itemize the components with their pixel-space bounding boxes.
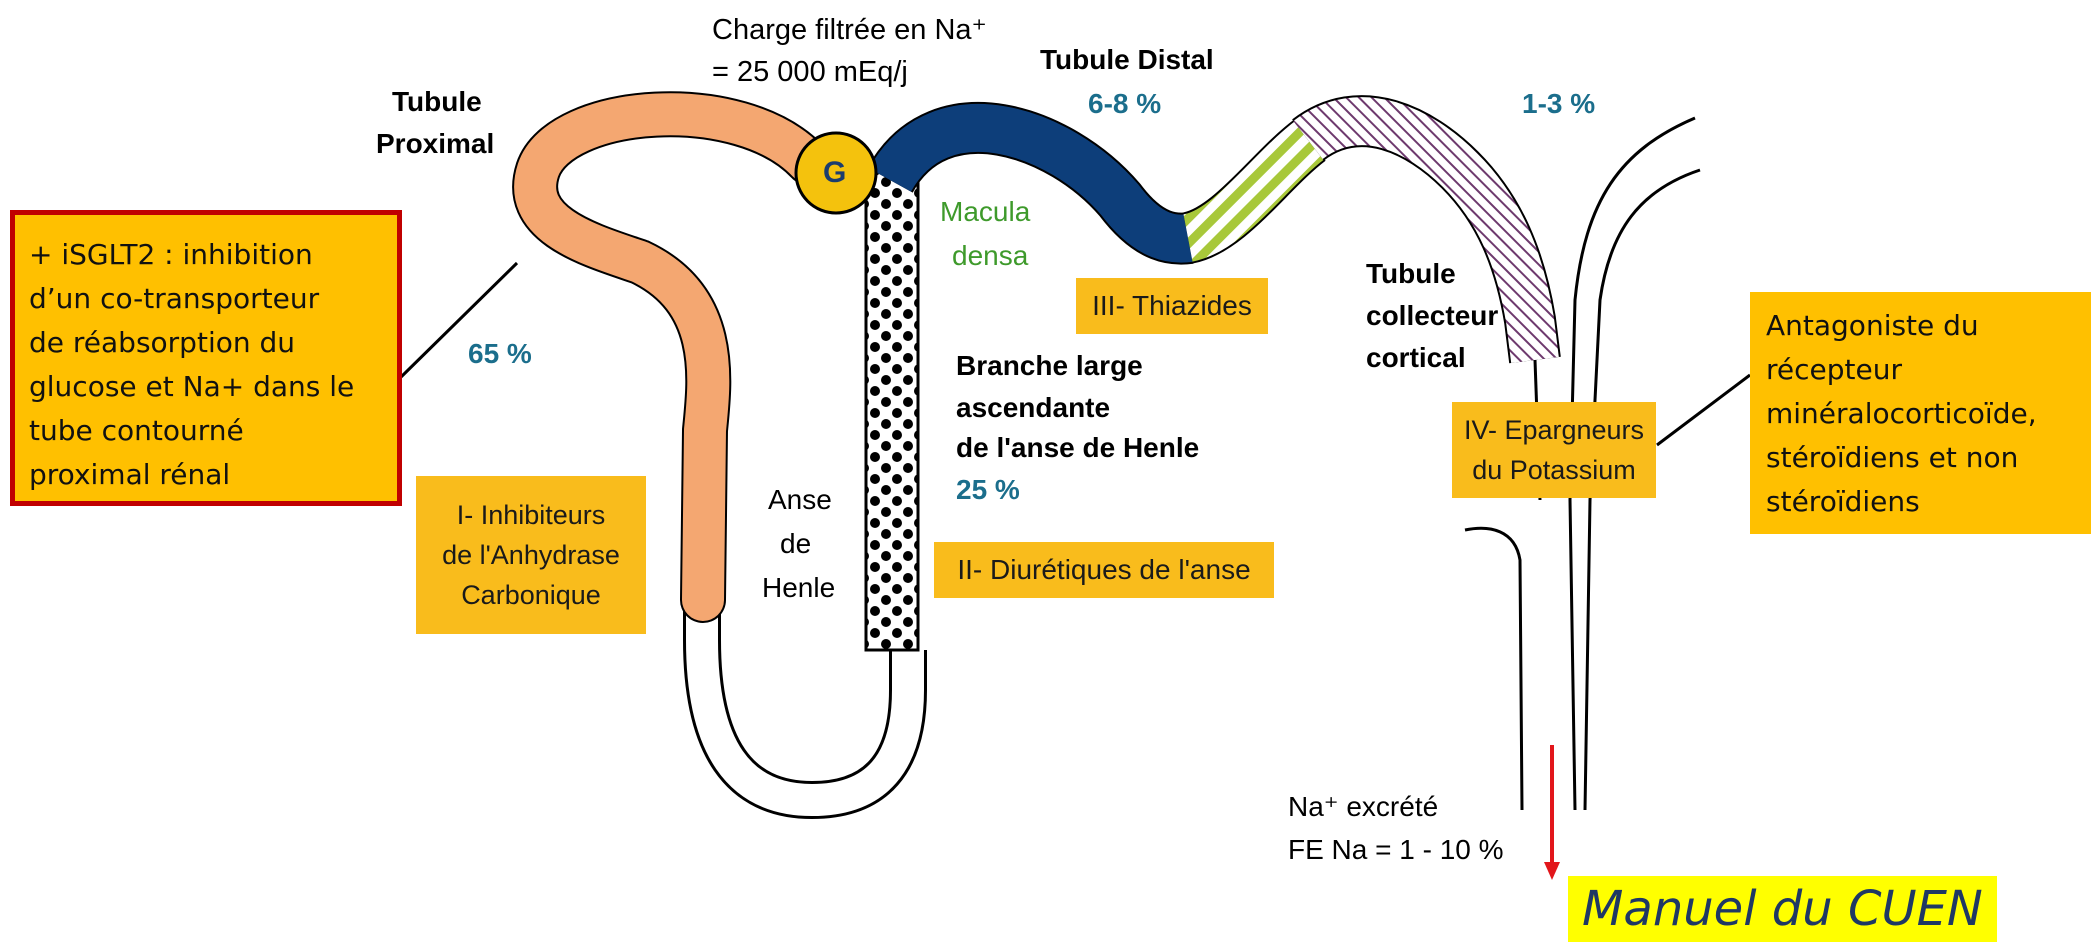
distal-percent: 6-8 % (1088, 88, 1161, 120)
sglt2-note-line: proximal rénal (29, 453, 383, 497)
thick-ascending-limb (866, 160, 918, 650)
drug-class-4-line-2: du Potassium (1472, 450, 1636, 490)
tubule-collecteur-label-2: collecteur (1366, 300, 1498, 332)
macula-label-2: densa (952, 240, 1028, 272)
drug-class-4-box: IV- Epargneurs du Potassium (1452, 402, 1656, 498)
charge-filtree-label: Charge filtrée en Na⁺ (712, 12, 987, 47)
antagoniste-note: Antagoniste du récepteur minéralocortico… (1750, 292, 2091, 534)
charge-filtree-value: = 25 000 mEq/j (712, 56, 908, 89)
fe-na-label: FE Na = 1 - 10 % (1288, 834, 1504, 866)
anse-label-2: de (780, 528, 811, 560)
antagoniste-note-line: stéroïdiens (1766, 480, 2075, 524)
antagoniste-connector (1657, 375, 1750, 445)
na-excrete-label: Na⁺ excrété (1288, 790, 1438, 823)
drug-class-2-label: II- Diurétiques de l'anse (957, 554, 1250, 586)
antagoniste-note-line: Antagoniste du (1766, 304, 2075, 348)
antagoniste-note-line: récepteur (1766, 348, 2075, 392)
branche-label-3: de l'anse de Henle (956, 432, 1199, 464)
source-watermark: Manuel du CUEN (1568, 876, 1997, 942)
drug-class-4-line-1: IV- Epargneurs (1464, 410, 1644, 450)
anse-label-3: Henle (762, 572, 835, 604)
macula-label-1: Macula (940, 196, 1030, 228)
branche-label-2: ascendante (956, 392, 1110, 424)
tubule-collecteur-label-3: cortical (1366, 342, 1466, 374)
drug-class-3-box: III- Thiazides (1076, 278, 1268, 334)
excretion-arrowhead (1544, 862, 1560, 880)
sglt2-note-line: de réabsorption du (29, 321, 383, 365)
sglt2-note-line: d’un co-transporteur (29, 277, 383, 321)
antagoniste-note-line: minéralocorticoïde, (1766, 392, 2075, 436)
tubule-proximal-label-2: Proximal (376, 128, 494, 160)
drug-class-1-box: I- Inhibiteurs de l'Anhydrase Carbonique (416, 476, 646, 634)
sglt2-note-line: + iSGLT2 : inhibition (29, 233, 383, 277)
collecteur-percent: 1-3 % (1522, 88, 1595, 120)
anse-label-1: Anse (768, 484, 832, 516)
tubule-proximal-label-1: Tubule (392, 86, 482, 118)
drug-class-1-line-2: de l'Anhydrase (442, 535, 620, 575)
drug-class-1-line-1: I- Inhibiteurs (457, 495, 606, 535)
antagoniste-note-line: stéroïdiens et non (1766, 436, 2075, 480)
collecting-duct-wall-left (1465, 528, 1522, 810)
tubule-distal-label: Tubule Distal (1040, 44, 1214, 76)
drug-class-1-line-3: Carbonique (461, 575, 601, 615)
sglt2-note: + iSGLT2 : inhibition d’un co-transporte… (10, 210, 402, 506)
sglt2-note-line: glucose et Na+ dans le (29, 365, 383, 409)
branche-label-1: Branche large (956, 350, 1143, 382)
drug-class-3-label: III- Thiazides (1092, 290, 1252, 322)
sglt2-note-line: tube contourné (29, 409, 383, 453)
branche-percent: 25 % (956, 474, 1020, 506)
glomerulus-label: G (823, 156, 846, 190)
proximal-percent: 65 % (468, 338, 532, 370)
tubule-collecteur-label-1: Tubule (1366, 258, 1456, 290)
drug-class-2-box: II- Diurétiques de l'anse (934, 542, 1274, 598)
